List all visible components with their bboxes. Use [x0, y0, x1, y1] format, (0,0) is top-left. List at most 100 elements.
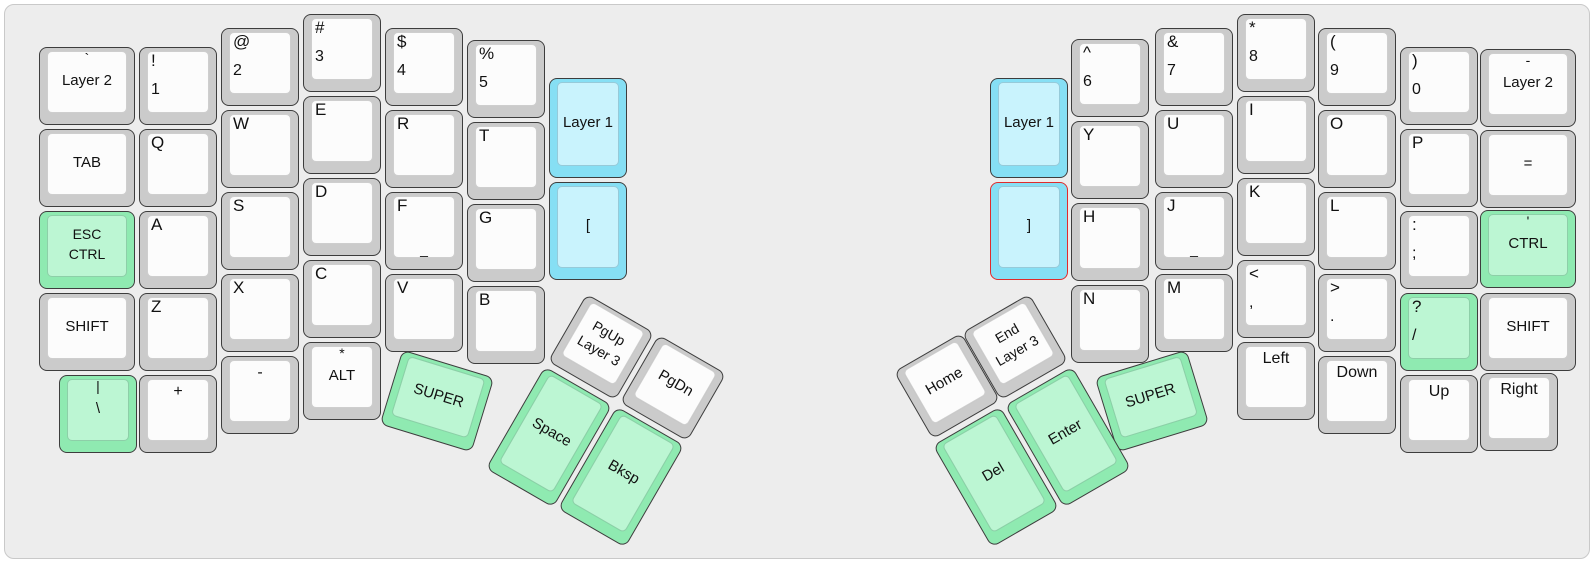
keycap-top: [311, 100, 373, 162]
key-colon-semicolon[interactable]: :;: [1400, 211, 1478, 289]
key-d[interactable]: D: [303, 178, 381, 256]
keycap-top: [1488, 134, 1568, 196]
keycap-top: [1326, 278, 1388, 340]
key-k[interactable]: K: [1237, 178, 1315, 256]
keycap-top: [229, 196, 291, 258]
keycap-top: [311, 18, 373, 80]
key-e[interactable]: E: [303, 96, 381, 174]
keycap-top: [393, 32, 455, 94]
key-layer1-right[interactable]: Layer 1: [990, 78, 1068, 178]
keycap-top: [475, 290, 537, 352]
key-left-arrow[interactable]: Left: [1237, 342, 1315, 420]
key-w[interactable]: W: [221, 110, 299, 188]
key-f[interactable]: F_: [385, 192, 463, 270]
keycap-top: [311, 346, 373, 408]
keycap-top: [1408, 133, 1470, 195]
key-shift-left[interactable]: SHIFT: [39, 293, 135, 371]
key-b[interactable]: B: [467, 286, 545, 364]
key-lbracket[interactable]: [: [549, 182, 627, 280]
key-esc-ctrl[interactable]: ESC CTRL: [39, 211, 135, 289]
key-n[interactable]: N: [1071, 285, 1149, 363]
keycap-top: [1488, 297, 1568, 359]
keycap-top: [147, 297, 209, 359]
key-j[interactable]: J_: [1155, 192, 1233, 270]
key-at-2[interactable]: @2: [221, 28, 299, 106]
key-caret-6[interactable]: ^6: [1071, 39, 1149, 117]
key-x[interactable]: X: [221, 274, 299, 352]
keycap-top: [1245, 18, 1307, 80]
key-r[interactable]: R: [385, 110, 463, 188]
key-hash-3[interactable]: #3: [303, 14, 381, 92]
keycap-top: [147, 215, 209, 277]
key-layer1-left[interactable]: Layer 1: [549, 78, 627, 178]
key-y[interactable]: Y: [1071, 121, 1149, 199]
key-grave-layer2[interactable]: `Layer 2: [39, 47, 135, 125]
key-g[interactable]: G: [467, 204, 545, 282]
key-star-alt[interactable]: *ALT: [303, 342, 381, 420]
keycap-top: [1408, 297, 1470, 359]
keycap-top: [1079, 289, 1141, 351]
key-shift-right[interactable]: SHIFT: [1480, 293, 1576, 371]
keycap-top: [1163, 32, 1225, 94]
key-l[interactable]: L: [1318, 192, 1396, 270]
key-z[interactable]: Z: [139, 293, 217, 371]
keycap-top: [1408, 51, 1470, 113]
key-s[interactable]: S: [221, 192, 299, 270]
keycap-top: [147, 133, 209, 195]
keycap-top: [475, 44, 537, 106]
key-excl-1[interactable]: !1: [139, 47, 217, 125]
keycap-top: [47, 133, 127, 195]
key-c[interactable]: C: [303, 260, 381, 338]
key-amp-7[interactable]: &7: [1155, 28, 1233, 106]
keycap-top: [1163, 278, 1225, 340]
key-pipe-backslash[interactable]: |\: [59, 375, 137, 453]
keycap-top: [1326, 360, 1388, 422]
key-quote-ctrl[interactable]: 'CTRL: [1480, 210, 1576, 288]
keycap-top: [1488, 53, 1568, 115]
key-o[interactable]: O: [1318, 110, 1396, 188]
keycap-top: [1245, 264, 1307, 326]
key-gt-period[interactable]: >.: [1318, 274, 1396, 352]
key-right-arrow[interactable]: Right: [1480, 373, 1558, 451]
key-pct-5[interactable]: %5: [467, 40, 545, 118]
key-q[interactable]: Q: [139, 129, 217, 207]
key-equals[interactable]: =: [1480, 130, 1576, 208]
keycap-top: [393, 114, 455, 176]
keycap-top: [47, 215, 127, 277]
key-i[interactable]: I: [1237, 96, 1315, 174]
keycap-top: [1245, 182, 1307, 244]
keycap-top: [47, 297, 127, 359]
key-lparen-9[interactable]: (9: [1318, 28, 1396, 106]
key-minus-left[interactable]: -: [221, 356, 299, 434]
key-star-8[interactable]: *8: [1237, 14, 1315, 92]
keycap-top: [229, 278, 291, 340]
key-minus-layer2[interactable]: -Layer 2: [1480, 49, 1576, 127]
key-m[interactable]: M: [1155, 274, 1233, 352]
key-u[interactable]: U: [1155, 110, 1233, 188]
keycap-top: [1326, 114, 1388, 176]
keycap-top: [557, 186, 619, 268]
key-question-slash[interactable]: ?/: [1400, 293, 1478, 371]
key-h[interactable]: H: [1071, 203, 1149, 281]
key-up-arrow[interactable]: Up: [1400, 375, 1478, 453]
key-a[interactable]: A: [139, 211, 217, 289]
key-plus[interactable]: +: [139, 375, 217, 453]
keycap-top: [311, 264, 373, 326]
keycap-top: [1488, 377, 1550, 439]
key-rbracket[interactable]: ]: [990, 182, 1068, 280]
keycap-top: [1163, 196, 1225, 258]
key-p[interactable]: P: [1400, 129, 1478, 207]
keycap-top: [67, 379, 129, 441]
key-dollar-4[interactable]: $4: [385, 28, 463, 106]
keycap-top: [229, 32, 291, 94]
keycap-top: [1079, 207, 1141, 269]
key-v[interactable]: V: [385, 274, 463, 352]
keycap-top: [475, 126, 537, 188]
key-down-arrow[interactable]: Down: [1318, 356, 1396, 434]
keycap-top: [1079, 125, 1141, 187]
key-lt-comma[interactable]: <,: [1237, 260, 1315, 338]
key-t[interactable]: T: [467, 122, 545, 200]
key-rparen-0[interactable]: )0: [1400, 47, 1478, 125]
keycap-top: [229, 114, 291, 176]
key-tab[interactable]: TAB: [39, 129, 135, 207]
